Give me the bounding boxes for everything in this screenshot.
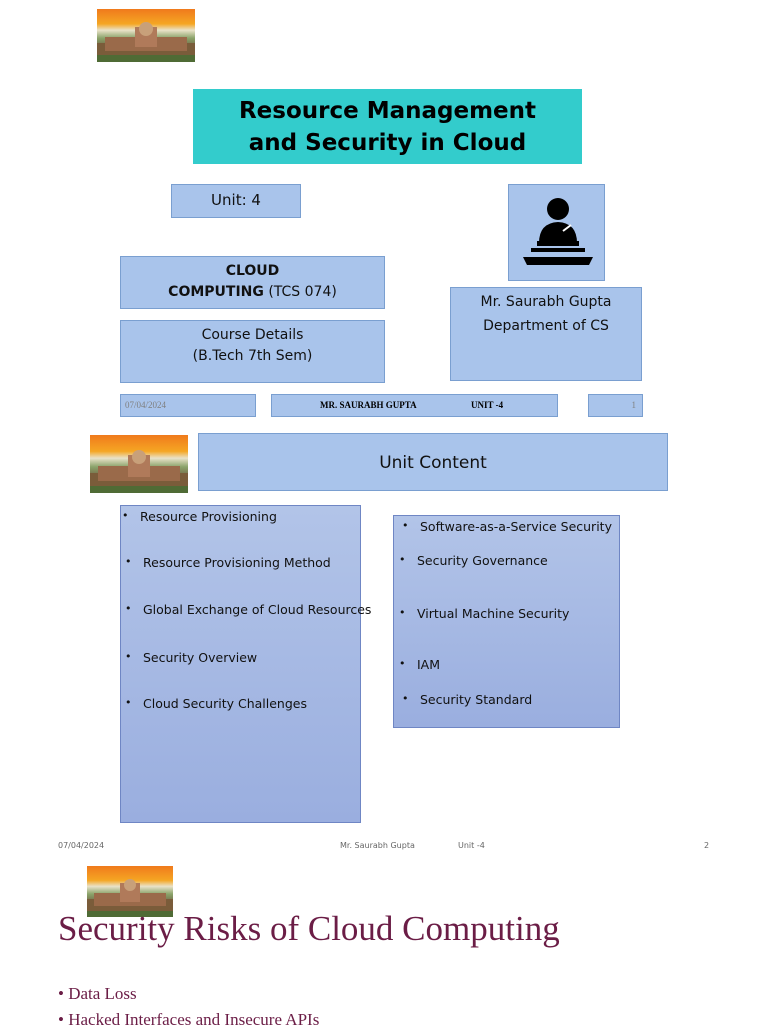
course-name-bold: CLOUD bbox=[225, 263, 280, 279]
building-logo-icon bbox=[97, 22, 195, 62]
presenter-name: Mr. Saurabh Gupta bbox=[480, 294, 612, 310]
slide3-title: Security Risks of Cloud Computing bbox=[58, 909, 560, 948]
presenter-dept: Department of CS bbox=[483, 318, 609, 334]
course-name-bold-2: COMPUTING bbox=[168, 284, 264, 300]
details-line-2: (B.Tech 7th Sem) bbox=[192, 348, 313, 364]
presenter-box: Mr. Saurabh Gupta Department of CS bbox=[450, 287, 642, 381]
title-line-2: and Security in Cloud bbox=[248, 130, 527, 156]
list-item: Software-as-a-Service Security bbox=[402, 519, 612, 534]
footer-unit: UNIT -4 bbox=[471, 400, 504, 410]
slide2-footer-unit: Unit -4 bbox=[458, 841, 485, 850]
building-logo-icon bbox=[90, 450, 188, 493]
course-line-2: COMPUTING (TCS 074) bbox=[121, 282, 384, 303]
left-topic-list: Resource Provisioning Resource Provision… bbox=[120, 505, 371, 823]
footer-page-box: 1 bbox=[588, 394, 643, 417]
footer-page: 1 bbox=[631, 400, 637, 410]
slide3-bullet: • Hacked Interfaces and Insecure APIs bbox=[58, 1010, 320, 1029]
course-line-1: CLOUD bbox=[121, 261, 384, 282]
course-code: (TCS 074) bbox=[263, 284, 337, 300]
course-box: CLOUD COMPUTING (TCS 074) bbox=[120, 256, 385, 309]
university-logo bbox=[97, 9, 195, 62]
list-item: Global Exchange of Cloud Resources bbox=[125, 602, 371, 617]
right-topic-list: Software-as-a-Service Security Security … bbox=[393, 515, 620, 728]
list-item: Resource Provisioning Method bbox=[125, 555, 331, 570]
details-line-1: Course Details bbox=[201, 327, 304, 343]
footer-date: 07/04/2024 bbox=[125, 400, 167, 410]
presenter-icon-box bbox=[508, 184, 605, 281]
unit-label: Unit: 4 bbox=[211, 191, 261, 209]
university-logo-3 bbox=[87, 866, 173, 917]
list-item: Security Governance bbox=[399, 553, 548, 568]
footer-date-box: 07/04/2024 bbox=[120, 394, 256, 417]
slide2-footer-page: 2 bbox=[704, 841, 710, 850]
speaker-podium-icon bbox=[523, 198, 593, 265]
unit-content-heading-box: Unit Content bbox=[198, 433, 668, 491]
course-details-box: Course Details (B.Tech 7th Sem) bbox=[120, 320, 385, 383]
building-logo-icon bbox=[87, 879, 173, 917]
list-item: Resource Provisioning bbox=[122, 509, 277, 524]
list-item: IAM bbox=[399, 657, 440, 672]
unit-content-heading: Unit Content bbox=[379, 453, 487, 473]
university-logo-2 bbox=[90, 435, 188, 493]
bullet-text: Hacked Interfaces and Insecure APIs bbox=[68, 1010, 320, 1029]
title-line-1: Resource Management bbox=[238, 98, 537, 124]
slide3-bullet: • Data Loss bbox=[58, 984, 137, 1003]
footer-name: MR. SAURABH GUPTA bbox=[320, 400, 417, 410]
unit-box: Unit: 4 bbox=[171, 184, 301, 218]
footer-center-box: MR. SAURABH GUPTA UNIT -4 bbox=[271, 394, 558, 417]
list-item: Cloud Security Challenges bbox=[125, 696, 307, 711]
slide-title: Resource Management and Security in Clou… bbox=[193, 89, 582, 164]
slide2-footer-name: Mr. Saurabh Gupta bbox=[340, 841, 415, 850]
list-item: Security Standard bbox=[402, 692, 532, 707]
list-item: Virtual Machine Security bbox=[399, 606, 570, 621]
bullet-text: Data Loss bbox=[68, 984, 137, 1003]
slide2-footer-date: 07/04/2024 bbox=[58, 841, 105, 850]
list-item: Security Overview bbox=[125, 650, 257, 665]
